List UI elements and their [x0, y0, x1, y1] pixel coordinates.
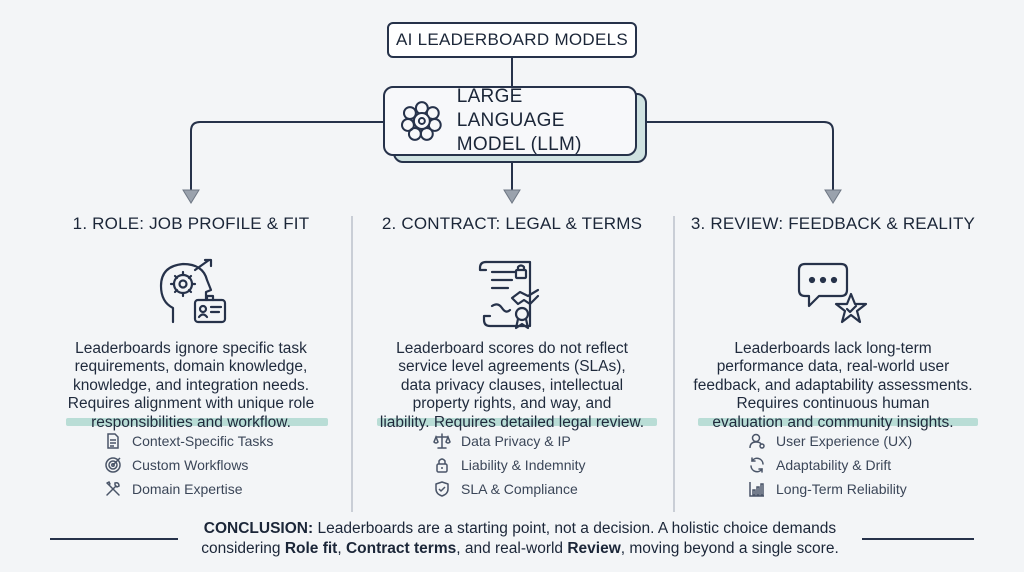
column-title-review: 3. REVIEW: FEEDBACK & REALITY — [690, 214, 976, 233]
bullet-item: User Experience (UX) — [748, 429, 912, 453]
llm-label-line2: MODEL (LLM) — [456, 134, 582, 155]
shield-icon — [435, 481, 449, 497]
bullet-label: SLA & Compliance — [461, 481, 578, 497]
user-icon — [749, 433, 765, 449]
body-line: data privacy clauses, intellectual — [400, 376, 624, 394]
body-line: knowledge, and integration needs. — [72, 376, 310, 394]
conclusion-line-right — [862, 538, 974, 540]
body-line: responsibilities and workflow. — [91, 413, 291, 431]
body-line: Requires alignment with unique role — [67, 395, 315, 413]
bullet-label: Long-Term Reliability — [776, 481, 907, 497]
highlight-bar — [698, 418, 978, 426]
column-review: 3. REVIEW: FEEDBACK & REALITY Leaderboar… — [668, 214, 998, 432]
column-divider-right — [673, 216, 675, 512]
document-icon — [107, 433, 119, 449]
bullet-item: Domain Expertise — [104, 477, 273, 501]
bullet-label: User Experience (UX) — [776, 433, 913, 449]
bar-chart-icon — [749, 482, 764, 497]
bullet-item: Long-Term Reliability — [748, 477, 912, 501]
bullet-item: SLA & Compliance — [433, 477, 586, 501]
bullet-label: Adaptability & Drift — [776, 457, 892, 473]
column-body-role: Leaderboards ignore specific task requir… — [26, 340, 356, 432]
diagram-title: AI LEADERBOARD MODELS — [387, 22, 637, 58]
conclusion-line-2: considering Role fit, Contract terms, an… — [160, 539, 880, 559]
conclusion-line-left — [50, 538, 178, 540]
column-divider-left — [351, 216, 353, 512]
column-body-review: Leaderboards lack long-term performance … — [668, 340, 998, 432]
llm-label-line1: LARGE LANGUAGE — [456, 86, 565, 131]
tools-icon — [106, 480, 120, 496]
body-line: property rights, and way, and — [412, 395, 612, 413]
llm-box: LARGE LANGUAGE MODEL (LLM) — [383, 86, 637, 156]
conclusion-review: Review — [567, 540, 621, 557]
bullet-list-role: Context-Specific Tasks Custom Workflows … — [104, 429, 273, 501]
llm-label: LARGE LANGUAGE MODEL (LLM) — [457, 85, 635, 157]
conclusion-text: , — [337, 540, 346, 557]
conclusion: CONCLUSION: Leaderboards are a starting … — [160, 519, 880, 559]
body-line: feedback, and adaptability assessments. — [693, 376, 973, 394]
bullet-item: Context-Specific Tasks — [104, 429, 273, 453]
refresh-icon — [750, 457, 764, 473]
bullet-label: Custom Workflows — [132, 457, 249, 473]
body-line: service level agreements (SLAs), — [398, 358, 626, 376]
conclusion-contract: Contract terms — [345, 540, 457, 557]
column-body-contract: Leaderboard scores do not reflect servic… — [347, 340, 677, 432]
target-icon — [105, 457, 121, 473]
body-line: Leaderboard scores do not reflect — [396, 340, 628, 357]
bullet-list-contract: Data Privacy & IP Liability & Indemnity … — [433, 429, 586, 501]
column-title-contract: 2. CONTRACT: LEGAL & TERMS — [381, 214, 643, 233]
lock-icon — [436, 458, 448, 473]
conclusion-role: Role fit — [284, 540, 338, 557]
bullet-item: Custom Workflows — [104, 453, 273, 477]
column-role: 1. ROLE: JOB PROFILE & FIT Leaderboards … — [26, 214, 356, 432]
bullet-label: Liability & Indemnity — [461, 457, 586, 473]
column-contract: 2. CONTRACT: LEGAL & TERMS Leaderboard s… — [347, 214, 677, 432]
conclusion-text: , and real-world — [456, 540, 568, 557]
conclusion-text: considering — [201, 540, 285, 557]
body-line: performance data, real-world user — [716, 358, 950, 376]
bullet-list-review: User Experience (UX) Adaptability & Drif… — [748, 429, 912, 501]
highlight-bar — [377, 418, 657, 426]
body-line: evaluation and community insights. — [712, 413, 954, 431]
bullet-item: Data Privacy & IP — [433, 429, 586, 453]
bullet-item: Liability & Indemnity — [433, 453, 586, 477]
bullet-label: Domain Expertise — [132, 481, 243, 497]
body-line: requirements, domain knowledge, — [74, 358, 308, 376]
conclusion-text: , moving beyond a single score. — [620, 540, 839, 557]
bullet-label: Context-Specific Tasks — [132, 433, 274, 449]
chat-star-icon — [797, 262, 868, 324]
highlight-bar — [66, 418, 328, 426]
brain-gear-icon — [400, 101, 442, 141]
contract-scroll-icon — [478, 260, 540, 330]
body-line: liability. Requires detailed legal revie… — [379, 413, 645, 431]
column-title-role: 1. ROLE: JOB PROFILE & FIT — [72, 214, 310, 233]
bullet-item: Adaptability & Drift — [748, 453, 912, 477]
conclusion-line-1: CONCLUSION: Leaderboards are a starting … — [160, 519, 880, 539]
head-gear-badge-icon — [159, 258, 227, 324]
body-line: Leaderboards lack long-term — [734, 340, 932, 357]
body-line: Leaderboards ignore specific task — [75, 340, 307, 357]
bullet-label: Data Privacy & IP — [461, 433, 571, 449]
conclusion-text: Leaderboards are a starting point, not a… — [313, 520, 837, 537]
body-line: Requires continuous human — [736, 395, 930, 413]
scales-icon — [433, 433, 451, 449]
conclusion-label: CONCLUSION: — [203, 520, 314, 537]
